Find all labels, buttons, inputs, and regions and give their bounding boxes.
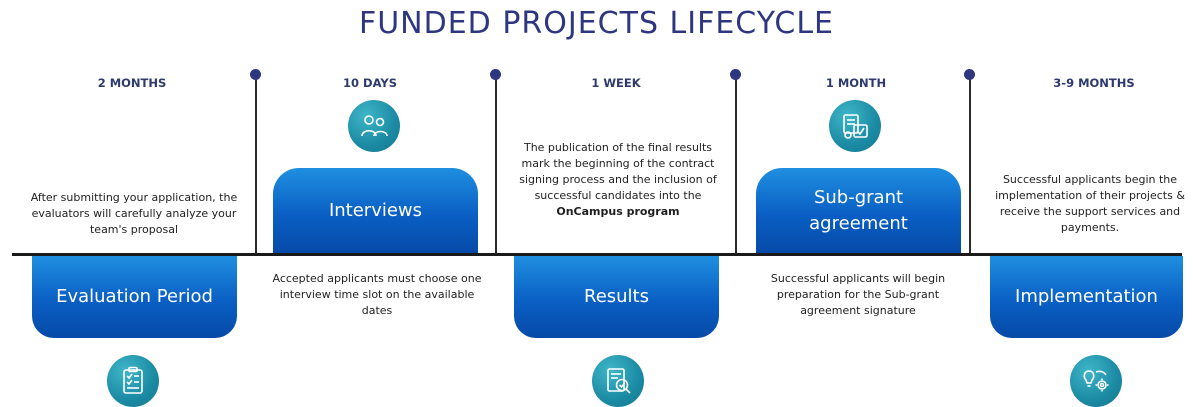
timeline-pin-line — [735, 75, 737, 253]
results-box: Results — [514, 256, 719, 338]
interviews-label: Interviews — [328, 199, 423, 221]
timeline-pin-dot — [250, 69, 261, 80]
evaluation-period-label: Evaluation Period — [56, 286, 213, 307]
interview-people-icon — [348, 100, 400, 152]
page-title: FUNDED PROJECTS LIFECYCLE — [358, 6, 835, 41]
results-label: Results — [584, 286, 649, 307]
evaluation-period-box: Evaluation Period — [32, 256, 237, 338]
subgrant-agreement-box: Sub-grant agreement — [756, 168, 961, 253]
timeline-pin-dot — [490, 69, 501, 80]
timeline-pin-dot — [730, 69, 741, 80]
timeline-pin-dot — [964, 69, 975, 80]
results-description-text: The publication of the final results mar… — [519, 141, 717, 202]
timeline-pin-line — [495, 75, 497, 253]
duration-label-interviews: 10 DAYS — [343, 76, 397, 90]
timeline-axis — [12, 253, 1182, 256]
timeline-pin-line — [969, 75, 971, 253]
interviews-description: Accepted applicants must choose one inte… — [272, 272, 482, 317]
evaluation-description: After submitting your application, the e… — [30, 191, 238, 236]
timeline-pin-line — [255, 75, 257, 253]
duration-label-subgrant: 1 MONTH — [825, 76, 887, 90]
implementation-description: Successful applicants begin the implemen… — [995, 173, 1185, 234]
checklist-icon — [107, 355, 159, 407]
oncampus-program-text: OnCampus program — [556, 205, 680, 218]
document-magnifier-icon — [592, 355, 644, 407]
subgrant-agreement-label: Sub-grant agreement — [809, 186, 908, 234]
idea-gear-icon — [1070, 355, 1122, 407]
implementation-label: Implementation — [1015, 286, 1158, 307]
duration-label-implementation: 3-9 MONTHS — [1053, 76, 1135, 90]
implementation-box: Implementation — [990, 256, 1183, 338]
duration-label-evaluation: 2 MONTHS — [97, 76, 167, 90]
contract-money-icon — [829, 100, 881, 152]
results-description: The publication of the final results mar… — [512, 140, 724, 220]
duration-label-results: 1 WEEK — [591, 76, 641, 90]
subgrant-description: Successful applicants will begin prepara… — [770, 272, 946, 317]
interviews-box: Interviews — [273, 168, 478, 253]
